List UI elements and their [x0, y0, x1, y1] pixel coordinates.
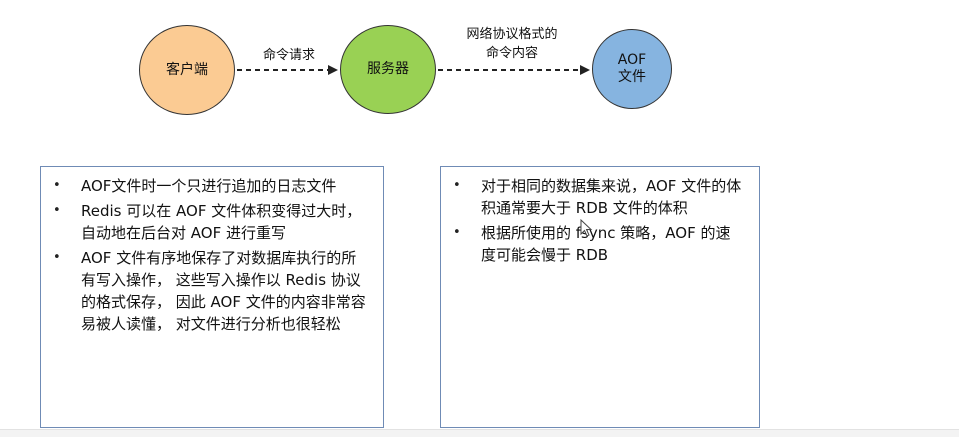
client-label: 客户端 [166, 61, 208, 78]
list-item-text: AOF文件时一个只进行追加的日志文件 [81, 177, 337, 195]
edge-label-command-request: 命令请求 [262, 48, 315, 63]
edge-label-protocol-content: 网络协议格式的 命令内容 [466, 27, 558, 61]
aof-file-node: AOF 文件 [592, 29, 672, 109]
aof-features-panel: • AOF文件时一个只进行追加的日志文件 • Redis 可以在 AOF 文件体… [40, 166, 384, 428]
bullet-icon: • [53, 250, 61, 265]
list-item: • 根据所使用的 fsync 策略，AOF 的速度可能会慢于 RDB [441, 222, 759, 266]
list-item-text: 对于相同的数据集来说，AOF 文件的体积通常要大于 RDB 文件的体积 [481, 177, 742, 217]
mouse-pointer-icon [580, 219, 593, 237]
list-item-text: AOF 文件有序地保存了对数据库执行的所有写入操作， 这些写入操作以 Redis… [81, 249, 366, 333]
bullet-icon: • [53, 203, 61, 218]
list-item: • Redis 可以在 AOF 文件体积变得过大时，自动地在后台对 AOF 进行… [41, 200, 383, 244]
aof-drawbacks-list: • 对于相同的数据集来说，AOF 文件的体积通常要大于 RDB 文件的体积 • … [441, 167, 759, 266]
aof-features-list: • AOF文件时一个只进行追加的日志文件 • Redis 可以在 AOF 文件体… [41, 167, 383, 335]
bullet-icon: • [453, 178, 461, 193]
list-item: • 对于相同的数据集来说，AOF 文件的体积通常要大于 RDB 文件的体积 [441, 175, 759, 219]
bullet-icon: • [53, 178, 61, 193]
list-item: • AOF 文件有序地保存了对数据库执行的所有写入操作， 这些写入操作以 Red… [41, 247, 383, 335]
list-item-text: 根据所使用的 fsync 策略，AOF 的速度可能会慢于 RDB [481, 224, 731, 264]
client-node: 客户端 [139, 25, 235, 115]
server-label: 服务器 [367, 61, 409, 77]
list-item-text: Redis 可以在 AOF 文件体积变得过大时，自动地在后台对 AOF 进行重写 [81, 202, 362, 242]
list-item: • AOF文件时一个只进行追加的日志文件 [41, 175, 383, 197]
bullet-icon: • [453, 225, 461, 240]
aof-drawbacks-panel: • 对于相同的数据集来说，AOF 文件的体积通常要大于 RDB 文件的体积 • … [440, 166, 760, 428]
aof-file-label: AOF 文件 [617, 52, 647, 85]
server-node: 服务器 [340, 25, 436, 114]
bottom-strip [0, 429, 959, 437]
